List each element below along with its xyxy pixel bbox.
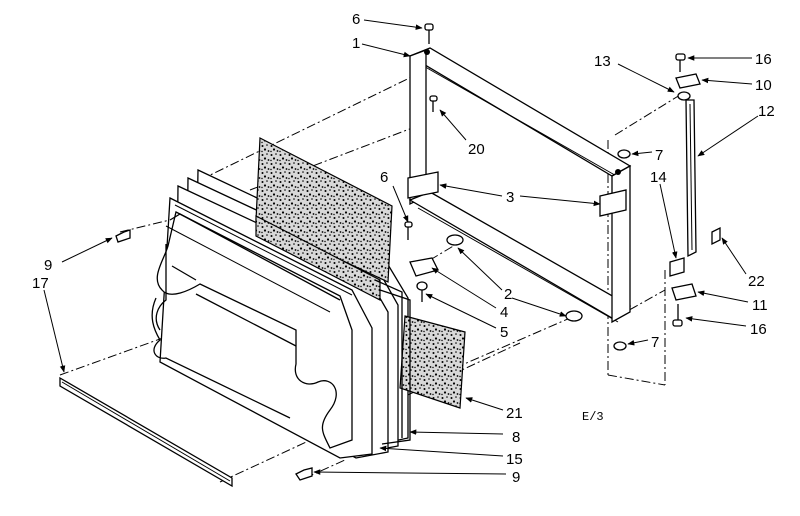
callout-4: 4: [500, 304, 508, 321]
callout-16-top: 16: [755, 51, 772, 68]
door-outer-panel: [151, 168, 409, 459]
callout-15: 15: [506, 451, 523, 468]
callout-20: 20: [468, 141, 485, 158]
callout-16-bottom: 16: [750, 321, 767, 338]
page-code: E/3: [582, 410, 604, 424]
callout-9-bottom: 9: [512, 469, 520, 486]
hardware-screws: [115, 23, 631, 481]
callout-1: 1: [352, 35, 360, 52]
callout-22: 22: [748, 273, 765, 290]
callout-2: 2: [504, 286, 512, 303]
callout-11: 11: [752, 297, 768, 314]
callout-9-left: 9: [44, 257, 52, 274]
callout-17: 17: [32, 275, 49, 292]
door-bottom-trim-strip: [59, 376, 233, 488]
door-insulation-back: [255, 137, 393, 283]
callout-labels: 6 1 20 3 6 7 7 2 4 5 21 8 15 9 9 17 13 1…: [32, 11, 775, 486]
door-frame: [407, 47, 632, 324]
leader-lines: [43, 19, 759, 475]
callout-10: 10: [755, 77, 772, 94]
callout-8: 8: [512, 429, 520, 446]
callout-13: 13: [594, 53, 611, 70]
callout-3: 3: [506, 189, 514, 206]
callout-14: 14: [650, 169, 667, 186]
callout-6-lower: 6: [380, 169, 388, 186]
callout-5: 5: [500, 324, 508, 341]
callout-7-upper: 7: [655, 147, 663, 164]
hinge-assembly: [669, 53, 721, 327]
callout-12: 12: [758, 103, 775, 120]
callout-7-lower: 7: [651, 334, 659, 351]
callout-21: 21: [506, 405, 523, 422]
callout-6-top: 6: [352, 11, 360, 28]
door-liner-gasket: [374, 279, 411, 445]
